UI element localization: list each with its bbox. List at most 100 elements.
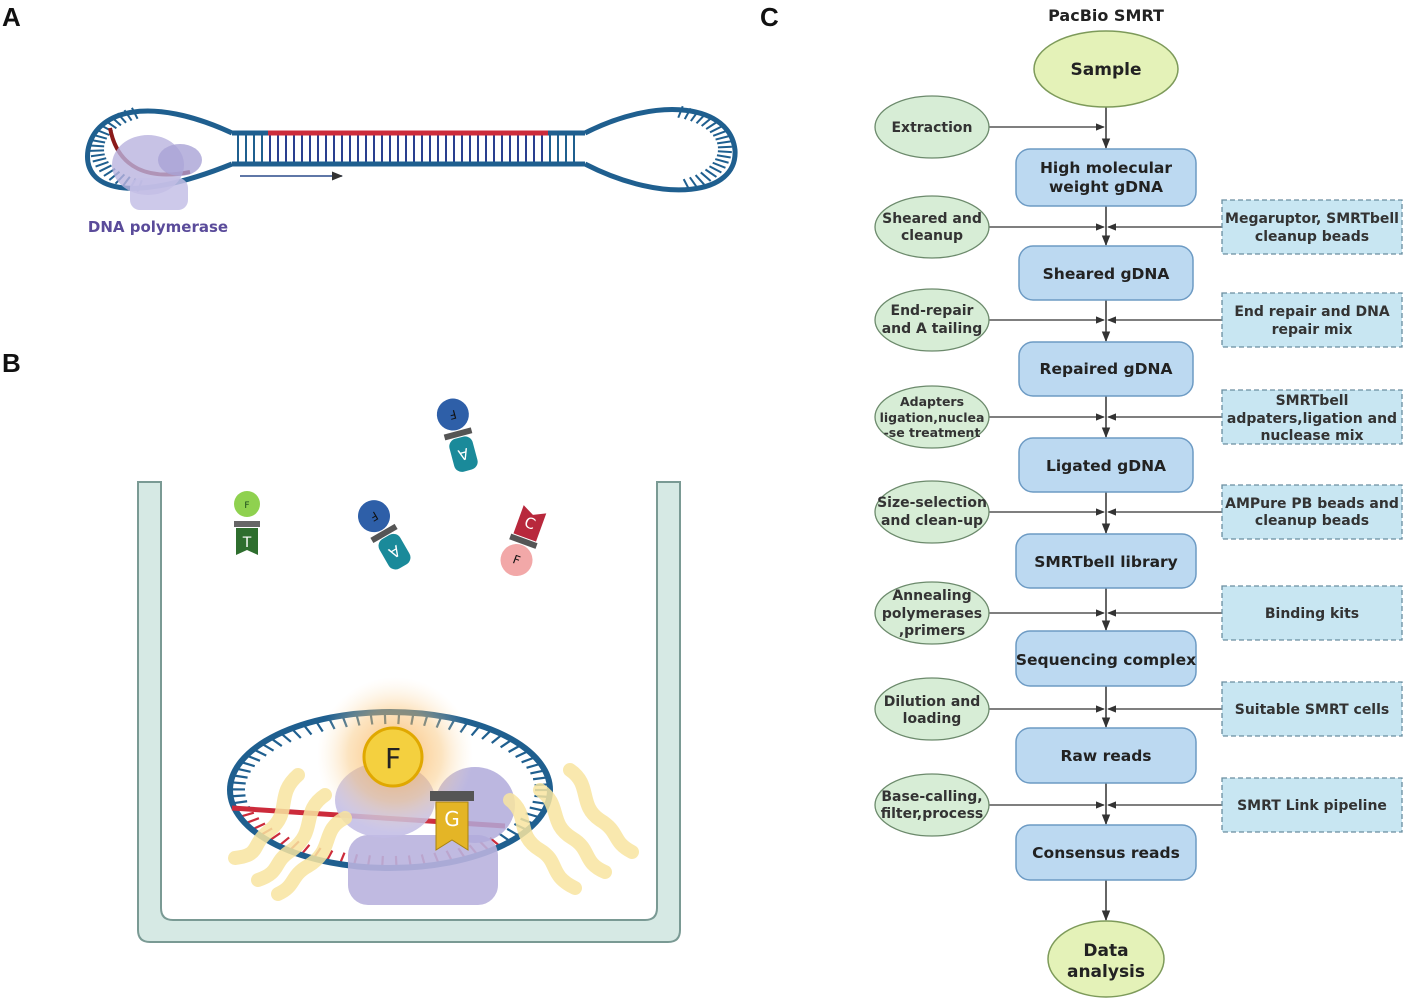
svg-text:Ligated gDNA: Ligated gDNA (1046, 457, 1166, 475)
main-node-ligated-gdna: Ligated gDNA (1018, 437, 1194, 493)
loop-rung (708, 165, 722, 174)
svg-text:Raw reads: Raw reads (1060, 747, 1151, 765)
svg-text:Megaruptor, SMRTbell: Megaruptor, SMRTbell (1225, 211, 1399, 227)
loop-rung (90, 144, 105, 148)
svg-text:Base-calling,: Base-calling, (881, 789, 982, 805)
loop-rung (717, 145, 732, 149)
nucleotide-c-dye: F (511, 552, 522, 568)
svg-text:Sequencing complex: Sequencing complex (1016, 651, 1196, 669)
svg-text:Suitable SMRT cells: Suitable SMRT cells (1235, 702, 1390, 718)
svg-text:and clean-up: and clean-up (881, 513, 983, 529)
active-dye-label: F (385, 742, 401, 775)
svg-text:End repair and DNA: End repair and DNA (1234, 304, 1390, 320)
loop-rung (712, 130, 727, 137)
svg-text:Adapters: Adapters (900, 394, 964, 409)
linker (430, 791, 474, 801)
loop-rung (717, 150, 732, 154)
loop-rung (98, 164, 112, 173)
svg-text:Repaired gDNA: Repaired gDNA (1040, 360, 1173, 378)
emitted-light-waves (228, 763, 639, 901)
loop-rung (700, 171, 712, 182)
svg-text:and A tailing: and A tailing (882, 321, 983, 337)
panel-a-dumbbell: DNA polymerase (85, 105, 738, 236)
svg-text:analysis: analysis (1067, 962, 1145, 982)
svg-text:-se treatment: -se treatment (884, 425, 981, 440)
flowchart-title: PacBio SMRT (1048, 6, 1164, 25)
step-extraction: Extraction (874, 95, 990, 159)
main-node-smrtbell-library: SMRTbell library (1015, 533, 1197, 589)
nucleotide-t-dye: F (244, 501, 249, 511)
active-base-label: G (444, 807, 460, 831)
dna-polymerase-shape (112, 135, 202, 210)
loop-rung (705, 120, 718, 130)
svg-text:loading: loading (903, 711, 962, 727)
svg-text:Annealing: Annealing (892, 588, 971, 604)
loop-rung (716, 154, 731, 159)
svg-text:Sample: Sample (1071, 60, 1142, 80)
loop-rung (95, 160, 109, 168)
svg-text:ligation,nuclea: ligation,nuclea (880, 410, 985, 425)
svg-text:adpaters,ligation and: adpaters,ligation and (1227, 411, 1397, 427)
svg-text:weight gDNA: weight gDNA (1049, 178, 1163, 196)
svg-text:SMRTbell: SMRTbell (1276, 393, 1349, 409)
loop-rung (91, 139, 106, 144)
loop-rung (704, 168, 717, 178)
svg-text:Consensus reads: Consensus reads (1032, 844, 1180, 862)
svg-text:High molecular: High molecular (1040, 159, 1172, 177)
panel-label-c: C (760, 2, 779, 32)
svg-text:Sheared gDNA: Sheared gDNA (1043, 265, 1170, 283)
svg-text:Binding kits: Binding kits (1265, 606, 1359, 622)
svg-text:Dilution and: Dilution and (884, 694, 981, 710)
nucleotide-a-2: F A (436, 398, 478, 472)
nucleotide-t: F T (234, 491, 260, 555)
svg-text:polymerases: polymerases (882, 606, 982, 622)
loop-rung (714, 158, 729, 164)
loop-rung (90, 153, 105, 158)
nucleotide-a2-dye: F (448, 407, 458, 422)
step-adapters-ligation: Adapters ligation,nuclea -se treatment (874, 385, 990, 449)
loop-rung (712, 161, 726, 169)
main-node-repaired-gdna: Repaired gDNA (1018, 341, 1194, 397)
svg-text:AMPure PB beads and: AMPure PB beads and (1225, 496, 1399, 512)
svg-text:End-repair: End-repair (891, 303, 974, 319)
reagent-smrt-cells: Suitable SMRT cells (1221, 681, 1403, 737)
loop-rung (715, 135, 730, 141)
active-base (435, 801, 469, 851)
main-node-sheared-gdna: Sheared gDNA (1018, 245, 1194, 301)
main-node-consensus-reads: Consensus reads (1015, 824, 1197, 881)
panel-c-flowchart: PacBio SMRT Sample (874, 6, 1403, 998)
dna-polymerase-label: DNA polymerase (88, 218, 228, 236)
loop-rung (709, 125, 723, 134)
svg-text:cleanup beads: cleanup beads (1255, 513, 1369, 529)
reagent-smrtbell-adapters: SMRTbell adpaters,ligation and nuclease … (1221, 389, 1403, 445)
loop-rung (717, 140, 732, 145)
svg-text:Extraction: Extraction (891, 120, 972, 136)
reagent-smrt-link: SMRT Link pipeline (1221, 777, 1403, 833)
svg-text:SMRTbell library: SMRTbell library (1034, 553, 1178, 571)
active-dye (362, 726, 424, 788)
zmw-well (137, 481, 681, 943)
panel-label-a: A (2, 2, 21, 32)
step-size-selection: Size-selection and clean-up (874, 480, 990, 544)
start-node-sample: Sample (1033, 30, 1179, 108)
svg-text:Data: Data (1083, 941, 1128, 961)
nucleotide-t-base: T (242, 535, 252, 551)
step-base-calling: Base-calling, filter,process (874, 773, 990, 837)
loop-rung (694, 174, 705, 186)
svg-text:Sheared and: Sheared and (882, 211, 982, 227)
reagent-end-repair-mix: End repair and DNA repair mix (1221, 292, 1403, 348)
svg-text:filter,process: filter,process (881, 806, 984, 822)
step-dilution-loading: Dilution and loading (874, 677, 990, 741)
reagent-binding-kits: Binding kits (1221, 585, 1403, 641)
nucleotide-c: F C (500, 505, 547, 577)
main-node-hmw-gdna: High molecular weight gDNA (1015, 148, 1197, 207)
svg-text:,primers: ,primers (899, 623, 965, 639)
panel-b-well: F T F A F A F C (137, 398, 681, 943)
nucleotide-a-1: F A (358, 500, 411, 570)
svg-text:nuclease mix: nuclease mix (1260, 428, 1363, 444)
loop-rung (689, 176, 698, 189)
step-sheared-cleanup: Sheared and cleanup (874, 195, 990, 259)
svg-text:cleanup: cleanup (901, 228, 963, 244)
svg-text:Size-selection: Size-selection (877, 495, 987, 511)
